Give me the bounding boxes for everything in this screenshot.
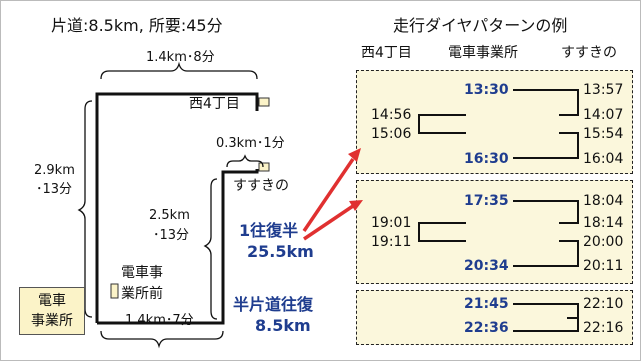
trip2-depot-end: 20:34: [464, 258, 509, 274]
pattern-half-distance: 8.5km: [255, 316, 311, 335]
route-loop-line: [97, 169, 259, 325]
trip3-suskino-arr: 22:10: [583, 296, 624, 312]
seg-bottom-label: 1.4km･7分: [125, 313, 194, 328]
brace-top: [100, 61, 258, 80]
depot-label-1: 電車: [38, 293, 66, 309]
depot-box: 電車 事業所: [19, 287, 85, 335]
brace-mid: [203, 178, 218, 320]
trip2-suskino-dep2: 20:11: [583, 258, 624, 274]
trip1-suskino-dep2: 16:04: [583, 151, 624, 167]
arrow-1-head: [348, 148, 361, 162]
brace-left: [77, 100, 93, 318]
seg-left-min: ･13分: [36, 182, 73, 197]
trip1-suskino-arr: 13:57: [583, 82, 624, 98]
trip1-nishi4-dep: 15:06: [371, 126, 412, 142]
arrow-2: [303, 204, 354, 241]
depot-label-2: 事業所: [31, 313, 73, 329]
col-header-depot: 電車事業所: [448, 45, 518, 61]
trip2-suskino-dep: 18:14: [583, 215, 624, 231]
trip2-nishi4-dep: 19:11: [371, 234, 412, 250]
pattern-half-label: 半片道往復: [233, 295, 314, 314]
trip3-depot-start: 21:45: [464, 296, 509, 312]
pattern-one-half-label: 1往復半: [239, 221, 299, 240]
pattern-one-half-distance: 25.5km: [247, 242, 314, 261]
trip1-suskino-dep: 14:07: [583, 107, 624, 123]
schedule-lines-1: [418, 89, 579, 159]
schedule-block-3: [356, 290, 633, 345]
trip2-depot-start: 17:35: [464, 193, 509, 209]
stop-marker-nishi4: [258, 97, 270, 107]
trip3-depot-end: 22:36: [464, 320, 509, 336]
trip3-suskino-dep: 22:16: [583, 320, 624, 336]
schedule-title: 走行ダイヤパターンの例: [393, 16, 568, 35]
col-header-nishi4: 西4丁目: [361, 45, 412, 61]
trip1-nishi4-arr: 14:56: [371, 107, 412, 123]
seg-top-label: 1.4km･8分: [146, 50, 215, 65]
arrow-1: [302, 158, 355, 232]
stop-marker-susukino: [258, 162, 270, 172]
trip1-suskino-arr2: 15:54: [583, 126, 624, 142]
stop-marker-depot-front: [110, 283, 119, 299]
trip2-suskino-arr: 18:04: [583, 193, 624, 209]
stop-label-depot-front-2: 業所前: [121, 286, 163, 302]
seg-mid-km: 2.5km: [149, 208, 190, 223]
seg-mid-min: ･13分: [153, 228, 190, 243]
schedule-block-1: [356, 70, 633, 174]
schedule-block-2: [356, 180, 633, 284]
trip1-depot-start: 13:30: [464, 82, 509, 98]
col-header-susukino: すすきの: [561, 45, 617, 61]
stop-label-nishi4: 西4丁目: [189, 96, 240, 112]
brace-bottom: [100, 330, 224, 349]
trip2-nishi4-arr: 19:01: [371, 215, 412, 231]
schedule-lines-3: [513, 303, 579, 332]
brace-short: [226, 154, 264, 168]
schedule-lines-2: [418, 200, 579, 267]
seg-short-label: 0.3km･1分: [216, 136, 285, 151]
stop-label-depot-front-1: 電車事: [121, 265, 163, 281]
seg-left-km: 2.9km: [34, 163, 75, 178]
arrow-2-head: [349, 200, 363, 211]
stop-label-susukino: すすきの: [233, 178, 289, 194]
trip1-depot-end: 16:30: [464, 151, 509, 167]
route-line: [95, 92, 259, 323]
trip2-suskino-arr2: 20:00: [583, 234, 624, 250]
route-summary: 片道:8.5km, 所要:45分: [51, 16, 223, 35]
